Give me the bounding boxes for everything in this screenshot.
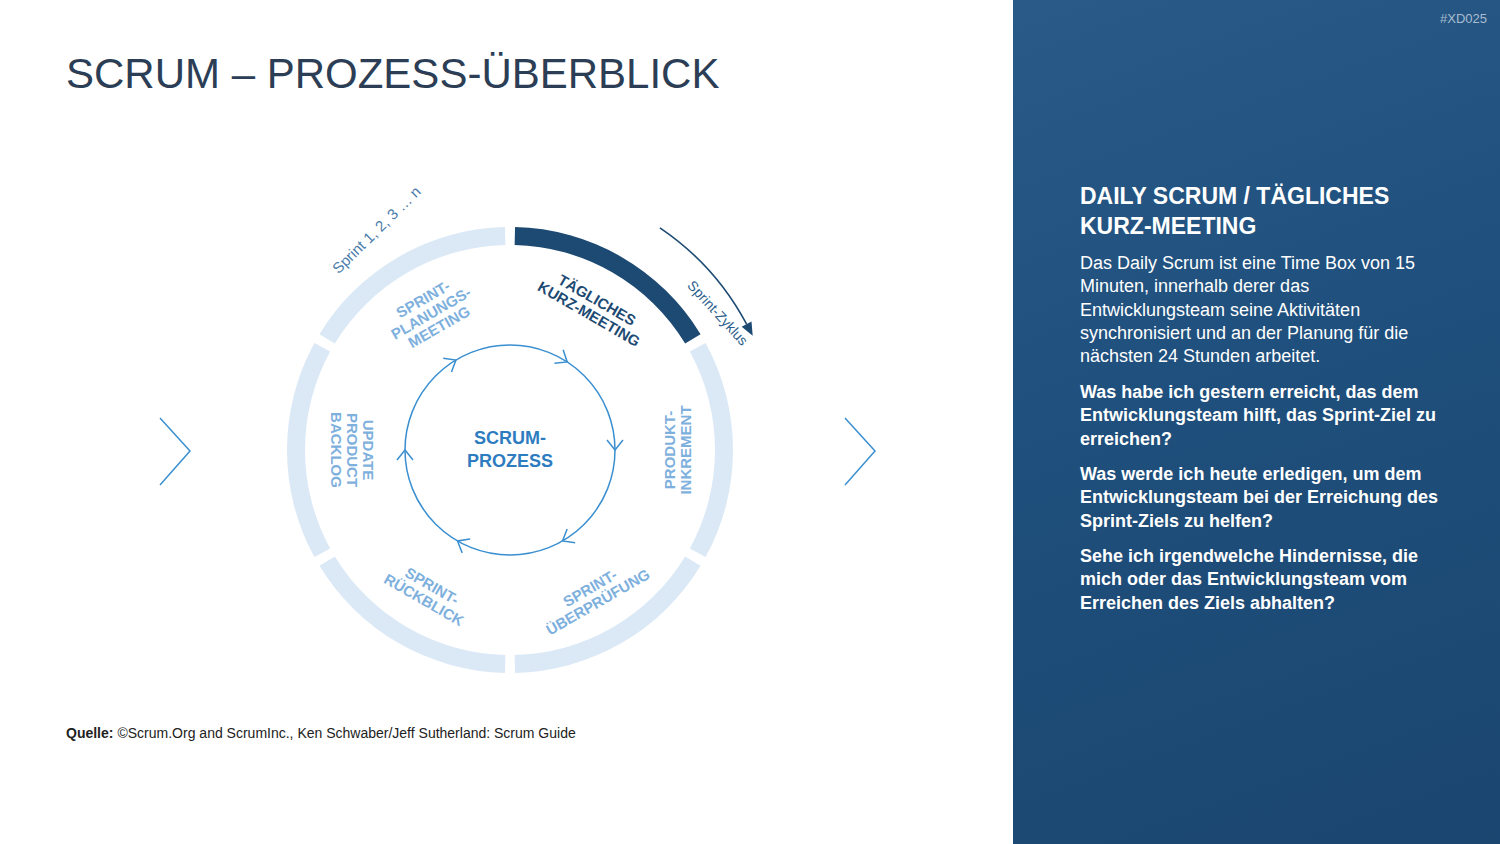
cycle-chevron [554,350,567,363]
center-label: SCRUM- PROZESS [465,427,555,474]
panel-text: DAILY SCRUM / TÄGLICHES KURZ-MEETING [1080,182,1452,242]
chevron-right [845,418,875,485]
phase-label: UPDATE PRODUCT BACKLOG [328,411,375,490]
cycle-chevron [607,440,623,450]
panel-text: Sehe ich irgendwelche Hindernisse, die m… [1080,545,1452,615]
cycle-label: Sprint-Zyklus [684,277,696,288]
process-circle: SCRUM- PROZESS [391,331,629,569]
info-panel: DAILY SCRUM / TÄGLICHES KURZ-MEETING Das … [1013,0,1500,844]
panel-text-column: DAILY SCRUM / TÄGLICHES KURZ-MEETING Das … [1080,182,1452,627]
cycle-chevron [563,529,576,543]
phase-label: SPRINT- PLANUNGS- MEETING [379,269,483,356]
cycle-chevron [458,539,471,553]
source-prefix: Quelle: [66,725,113,741]
label-anchor: #XD025 [1440,11,1487,27]
ring-band [287,343,330,557]
phase-label: PRODUKT- INKREMENT [662,404,694,497]
panel-text: Was werde ich heute erledigen, um dem En… [1080,463,1452,533]
cycle-circle [405,345,615,555]
panel-text: Was habe ich gestern erreicht, das dem E… [1080,381,1452,451]
chevron-left [160,418,190,485]
process-circle-shape [391,331,629,569]
phase-label: SPRINT- RÜCKBLICK [379,556,475,630]
cycle-chevron [397,450,413,460]
panel-text: Das Daily Scrum ist eine Time Box von 15… [1080,252,1452,369]
cycle-chevron [443,358,456,372]
sprint-count-label: Sprint 1, 2, 3 … n [329,265,342,278]
source-line: Quelle:©Scrum.Org and ScrumInc., Ken Sch… [66,725,576,742]
watermark: #XD025 [1440,11,1487,27]
cycle-arrow-head [742,322,753,336]
ring-band [319,557,505,673]
source-text: ©Scrum.Org and ScrumInc., Ken Schwaber/J… [117,725,575,741]
ring-band [690,343,733,557]
slide-title: SCRUM – PROZESS-ÜBERBLICK [66,50,719,98]
